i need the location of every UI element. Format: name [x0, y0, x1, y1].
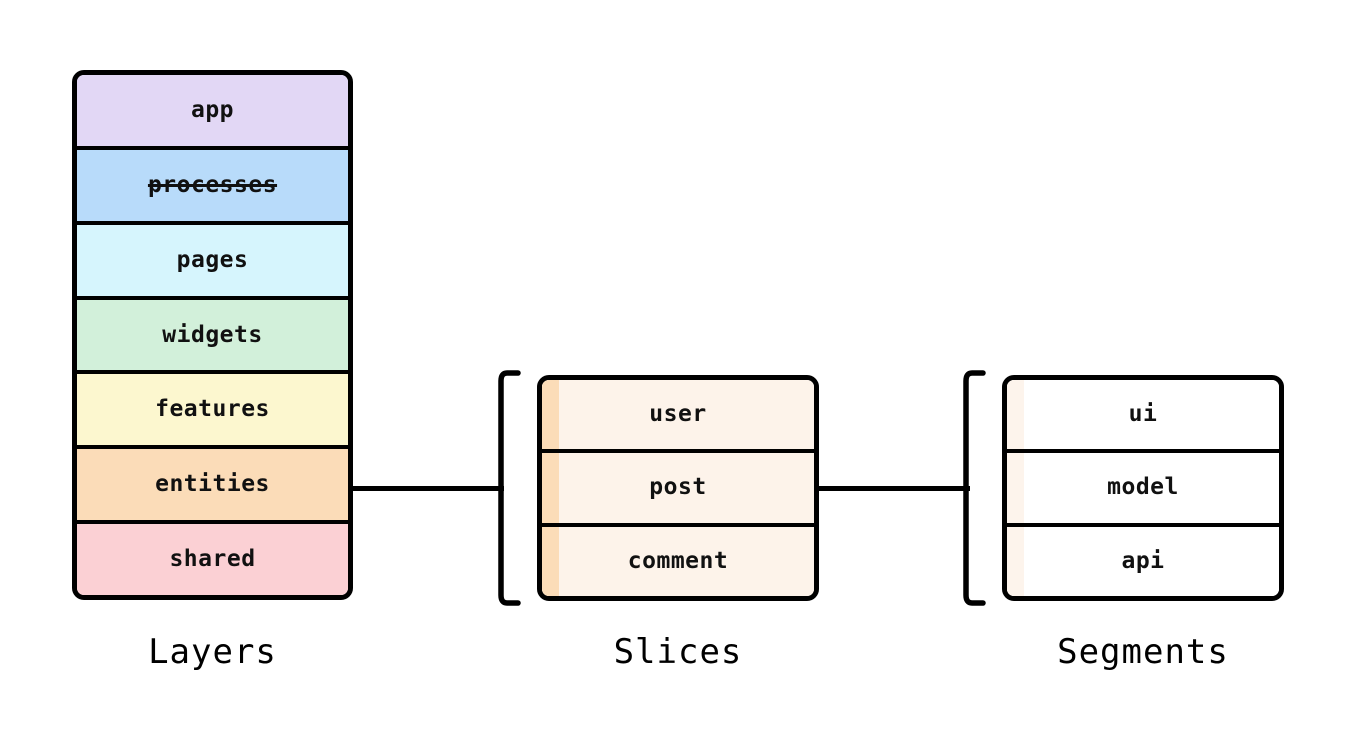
connector-slices-to-segments: [818, 486, 970, 491]
segment-label-ui: ui: [1128, 401, 1158, 428]
segment-accent-strip: [1007, 453, 1024, 523]
segment-label-model: model: [1107, 474, 1179, 501]
layer-label-shared: shared: [169, 546, 256, 573]
layer-row-entities[interactable]: entities: [77, 449, 348, 525]
layer-label-widgets: widgets: [162, 321, 263, 348]
layer-label-features: features: [155, 396, 270, 423]
slice-label-comment: comment: [627, 547, 729, 574]
layer-label-pages: pages: [176, 246, 249, 273]
segments-stack: ui model api: [1002, 375, 1284, 601]
segment-accent-strip: [1007, 380, 1024, 450]
layer-label-app: app: [190, 96, 235, 123]
bracket-segments: [963, 370, 986, 606]
connector-layers-to-slices: [352, 486, 504, 491]
slice-accent-strip: [542, 453, 559, 523]
segment-row-model[interactable]: model: [1007, 453, 1279, 527]
layer-row-app[interactable]: app: [77, 75, 348, 150]
caption-slices: Slices: [613, 632, 743, 672]
slice-label-user: user: [649, 401, 707, 428]
caption-layers: Layers: [148, 632, 277, 672]
layer-label-entities: entities: [155, 471, 270, 498]
slice-label-post: post: [649, 474, 707, 501]
slices-stack: user post comment: [537, 375, 819, 601]
layer-row-shared[interactable]: shared: [77, 524, 348, 595]
segment-row-api[interactable]: api: [1007, 526, 1279, 596]
segment-label-api: api: [1121, 547, 1165, 574]
slice-row-user[interactable]: user: [542, 380, 814, 454]
layer-row-features[interactable]: features: [77, 374, 348, 450]
caption-segments: Segments: [1057, 632, 1229, 672]
bracket-slices: [498, 370, 521, 606]
layer-label-processes: processes: [147, 171, 278, 198]
slice-row-post[interactable]: post: [542, 453, 814, 527]
layer-row-widgets[interactable]: widgets: [77, 299, 348, 375]
slice-accent-strip: [542, 380, 559, 450]
slice-row-comment[interactable]: comment: [542, 526, 814, 596]
segment-row-ui[interactable]: ui: [1007, 380, 1279, 454]
slice-accent-strip: [542, 526, 559, 596]
layer-row-processes[interactable]: processes: [77, 149, 348, 225]
layer-row-pages[interactable]: pages: [77, 224, 348, 300]
layers-stack: app processes pages widgets features ent…: [72, 70, 353, 600]
segment-accent-strip: [1007, 526, 1024, 596]
